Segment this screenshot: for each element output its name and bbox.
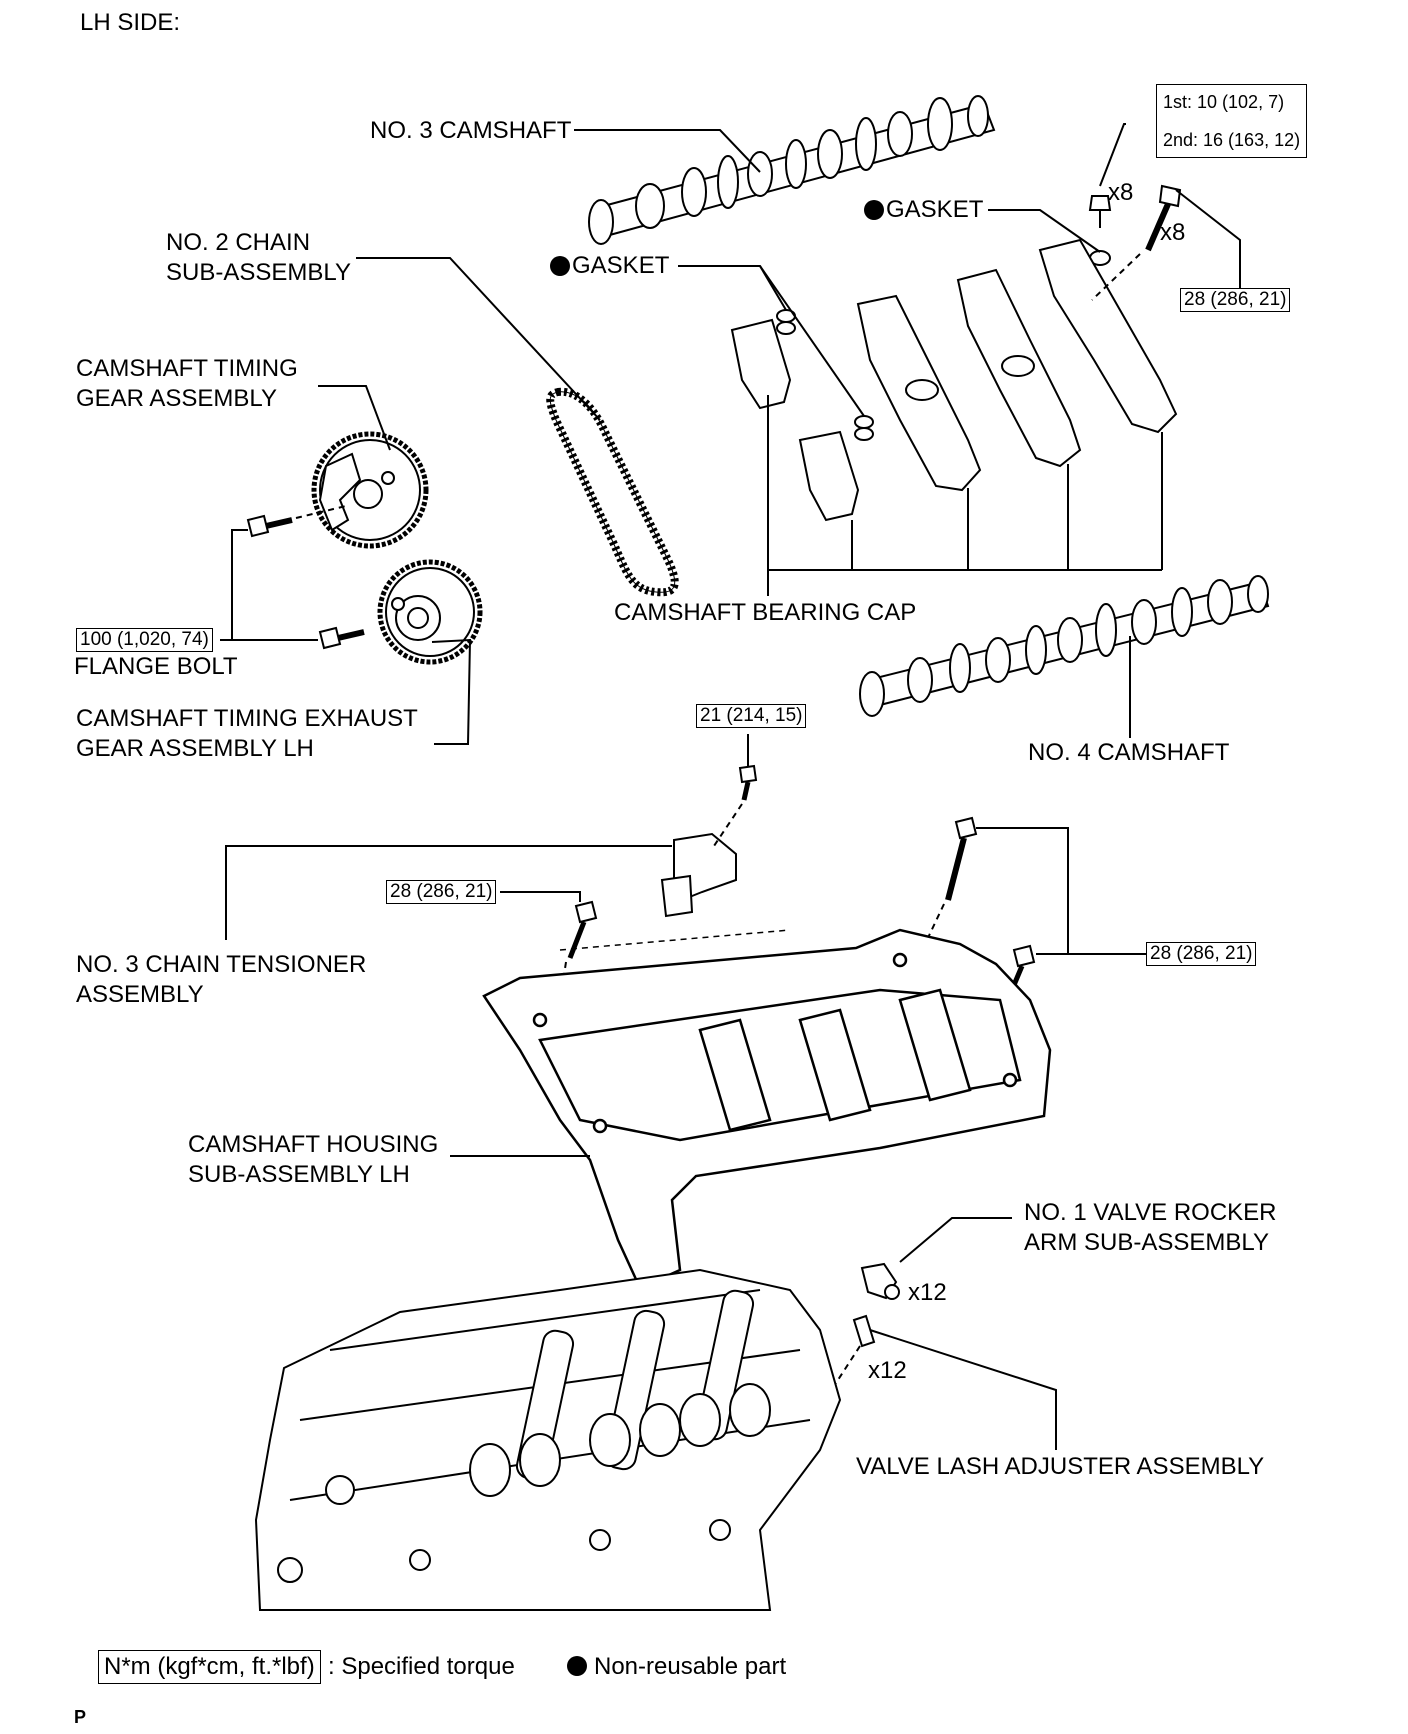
leader-gasket-mid <box>678 265 787 311</box>
bearing-cap-torque-first: 1st: 10 (102, 7) <box>1163 92 1285 112</box>
bearing-cap-bolts <box>1088 184 1182 301</box>
label-no3-camshaft: NO. 3 CAMSHAFT <box>370 117 572 144</box>
qty-lash-adjuster: x12 <box>868 1357 907 1384</box>
label-exhaust-gear-line1: CAMSHAFT TIMING EXHAUST <box>76 705 418 732</box>
qty-rocker-arm: x12 <box>908 1279 947 1306</box>
nonreusable-dot-gasket-top <box>864 200 884 220</box>
bearing-cap-torque-second: 2nd: 16 (163, 12) <box>1163 130 1301 150</box>
label-gasket-mid: GASKET <box>572 252 670 279</box>
torque-housing-left: 28 (286, 21) <box>386 880 497 904</box>
leader-housing-right-torque <box>976 827 1146 955</box>
no3-camshaft-drawing <box>588 95 996 245</box>
qty-bearing-cap-bolt-small: x8 <box>1108 179 1134 206</box>
leader-no2-chain <box>356 257 601 421</box>
housing-bolts <box>547 816 1036 1081</box>
label-tensioner-line2: ASSEMBLY <box>76 981 204 1008</box>
torque-flange-bolt: 100 (1,020, 74) <box>76 628 213 652</box>
label-rocker-line2: ARM SUB-ASSEMBLY <box>1024 1229 1269 1256</box>
leader-lash-adjuster <box>869 1329 1057 1450</box>
footer-code: P <box>74 1707 87 1727</box>
nonreusable-dot-gasket-mid <box>550 256 570 276</box>
bearing-caps-drawing <box>730 238 1178 522</box>
label-timing-gear-line2: GEAR ASSEMBLY <box>76 385 277 412</box>
label-rocker-line1: NO. 1 VALVE ROCKER <box>1024 1199 1277 1226</box>
cylinder-head-drawing <box>254 1268 842 1611</box>
page-title: LH SIDE: <box>80 9 181 36</box>
label-exhaust-gear-line2: GEAR ASSEMBLY LH <box>76 735 314 762</box>
torque-bearing-cap-large: 28 (286, 21) <box>1180 288 1291 312</box>
leader-tensioner <box>225 845 672 940</box>
leader-timing-gear <box>318 385 391 451</box>
label-housing-line1: CAMSHAFT HOUSING <box>188 1131 439 1158</box>
label-bearing-cap: CAMSHAFT BEARING CAP <box>614 599 917 626</box>
qty-bearing-cap-bolt-large: x8 <box>1160 219 1186 246</box>
leader-exhaust-gear <box>431 638 472 745</box>
no4-camshaft-drawing <box>859 575 1270 717</box>
label-timing-gear-line1: CAMSHAFT TIMING <box>76 355 298 382</box>
leader-gasket-top <box>988 209 1101 253</box>
label-flange-bolt: FLANGE BOLT <box>74 653 238 680</box>
leader-bearing-large-torque <box>1175 189 1241 290</box>
exhaust-gear-drawing <box>377 559 483 665</box>
bearing-cap-torque-box: 1st: 10 (102, 7) 2nd: 16 (163, 12) <box>1156 84 1308 158</box>
flange-bolts <box>246 505 365 650</box>
label-no4-camshaft: NO. 4 CAMSHAFT <box>1028 739 1230 766</box>
legend-torque-desc: : Specified torque <box>328 1653 515 1680</box>
label-lash-adjuster: VALVE LASH ADJUSTER ASSEMBLY <box>856 1453 1265 1480</box>
torque-tensioner-bolt: 21 (214, 15) <box>696 704 807 728</box>
no2-chain-drawing <box>546 387 679 597</box>
legend-nonreusable: Non-reusable part <box>594 1653 787 1680</box>
leader-bearing-torque <box>1099 123 1126 187</box>
label-tensioner-line1: NO. 3 CHAIN TENSIONER <box>76 951 367 978</box>
leader-flange-bolt-1 <box>220 529 248 641</box>
rocker-arm-drawing <box>860 1262 900 1300</box>
label-no2-chain-line2: SUB-ASSEMBLY <box>166 259 351 286</box>
leader-no3-camshaft <box>574 129 761 173</box>
torque-housing-right: 28 (286, 21) <box>1146 942 1257 966</box>
leader-housing-left-torque <box>500 891 581 902</box>
camshaft-housing-drawing <box>482 928 1052 1290</box>
tensioner-drawing <box>660 764 758 918</box>
leader-bearing-cap <box>767 395 1163 596</box>
label-gasket-top: GASKET <box>886 196 984 223</box>
leader-rocker <box>899 1217 1012 1263</box>
label-housing-line2: SUB-ASSEMBLY LH <box>188 1161 410 1188</box>
nonreusable-dot-legend <box>567 1656 587 1676</box>
label-no2-chain-line1: NO. 2 CHAIN <box>166 229 311 256</box>
legend-torque-unit: N*m (kgf*cm, ft.*lbf) <box>98 1650 321 1684</box>
timing-gear-drawing <box>311 431 429 549</box>
